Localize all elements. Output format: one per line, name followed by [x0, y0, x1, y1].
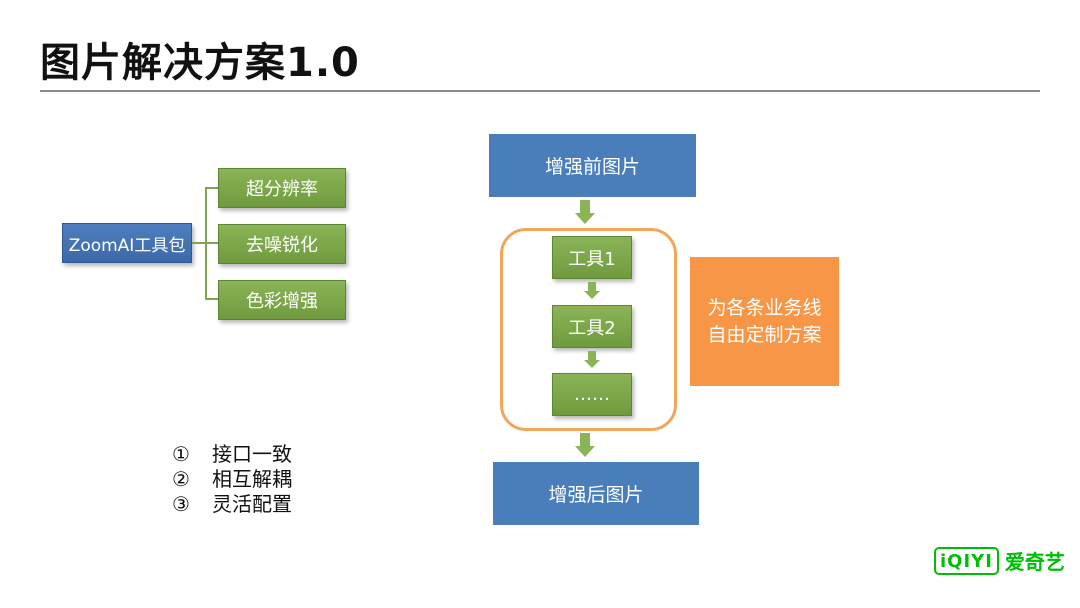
title-divider	[40, 90, 1040, 92]
tree-connector-branch-3	[205, 298, 218, 300]
tool-label: 超分辨率	[246, 179, 318, 200]
tool-label: 去噪锐化	[246, 235, 318, 256]
arrow-output-head	[575, 446, 595, 457]
feature-item-2: ② 相互解耦	[172, 463, 292, 492]
pipeline-step-label: 工具1	[568, 248, 616, 270]
customization-note-line-2: 自由定制方案	[707, 323, 822, 346]
pipeline-step-label: ……	[574, 384, 610, 405]
feature-item-3: ③ 灵活配置	[172, 488, 292, 517]
feature-marker: ②	[172, 467, 190, 491]
customization-note-line-1: 为各条业务线	[707, 296, 822, 319]
slide-title: 图片解决方案1.0	[40, 40, 360, 86]
feature-marker: ③	[172, 492, 190, 516]
pipeline-input-label: 增强前图片	[544, 156, 640, 178]
feature-item-1: ① 接口一致	[172, 438, 292, 467]
pipeline-output-label: 增强后图片	[548, 484, 644, 506]
arrow-output-shaft	[580, 433, 590, 447]
arrow-input-shaft	[580, 200, 590, 214]
pipeline-input: 增强前图片	[489, 134, 696, 197]
iqiyi-logo-mark: iQIYI	[934, 546, 999, 575]
tool-super-resolution: 超分辨率	[218, 168, 346, 208]
feature-text: 接口一致	[212, 442, 292, 466]
customization-note: 为各条业务线 自由定制方案	[690, 257, 839, 386]
pipeline-output: 增强后图片	[493, 462, 699, 525]
tool-tree-root-label: ZoomAI工具包	[68, 235, 186, 256]
feature-marker: ①	[172, 442, 190, 466]
tree-connector-branch-1	[205, 187, 218, 189]
pipeline-step-label: 工具2	[568, 317, 616, 339]
pipeline-step-3: ……	[552, 373, 632, 416]
feature-text: 相互解耦	[212, 467, 292, 491]
arrow-step-2-shaft	[588, 351, 596, 360]
toolchain-container	[500, 228, 677, 431]
pipeline-step-1: 工具1	[552, 236, 632, 279]
arrow-step-1-head	[584, 291, 600, 299]
tool-label: 色彩增强	[246, 291, 318, 312]
feature-text: 灵活配置	[212, 492, 292, 516]
arrow-step-1-shaft	[588, 282, 596, 291]
tree-connector-stem	[192, 242, 206, 244]
arrow-step-2-head	[584, 360, 600, 368]
tool-tree-root: ZoomAI工具包	[62, 223, 192, 263]
iqiyi-logo-text: 爱奇艺	[1004, 550, 1065, 574]
arrow-input-head	[575, 213, 595, 224]
tool-color-enhance: 色彩增强	[218, 280, 346, 320]
brand-logo: iQIYI 爱奇艺	[934, 546, 1065, 575]
pipeline-step-2: 工具2	[552, 305, 632, 348]
tool-denoise-sharpen: 去噪锐化	[218, 224, 346, 264]
tree-connector-branch-2	[205, 242, 218, 244]
